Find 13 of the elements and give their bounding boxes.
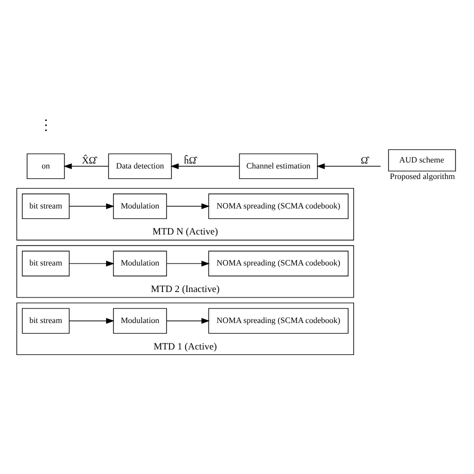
edge-label: ĥΩ̂ — [184, 156, 196, 167]
arrow — [166, 260, 210, 266]
arrow — [69, 318, 114, 324]
arrow — [69, 203, 114, 210]
edge-label: Ω̂ — [360, 156, 368, 167]
arrow — [170, 163, 240, 170]
arrow — [166, 318, 210, 324]
edge-label: X̂Ω̂ — [82, 156, 96, 167]
arrow — [316, 163, 381, 170]
arrow — [166, 203, 210, 210]
label: ⋮ — [38, 118, 53, 133]
arrow — [69, 260, 114, 266]
arrow — [64, 163, 109, 170]
